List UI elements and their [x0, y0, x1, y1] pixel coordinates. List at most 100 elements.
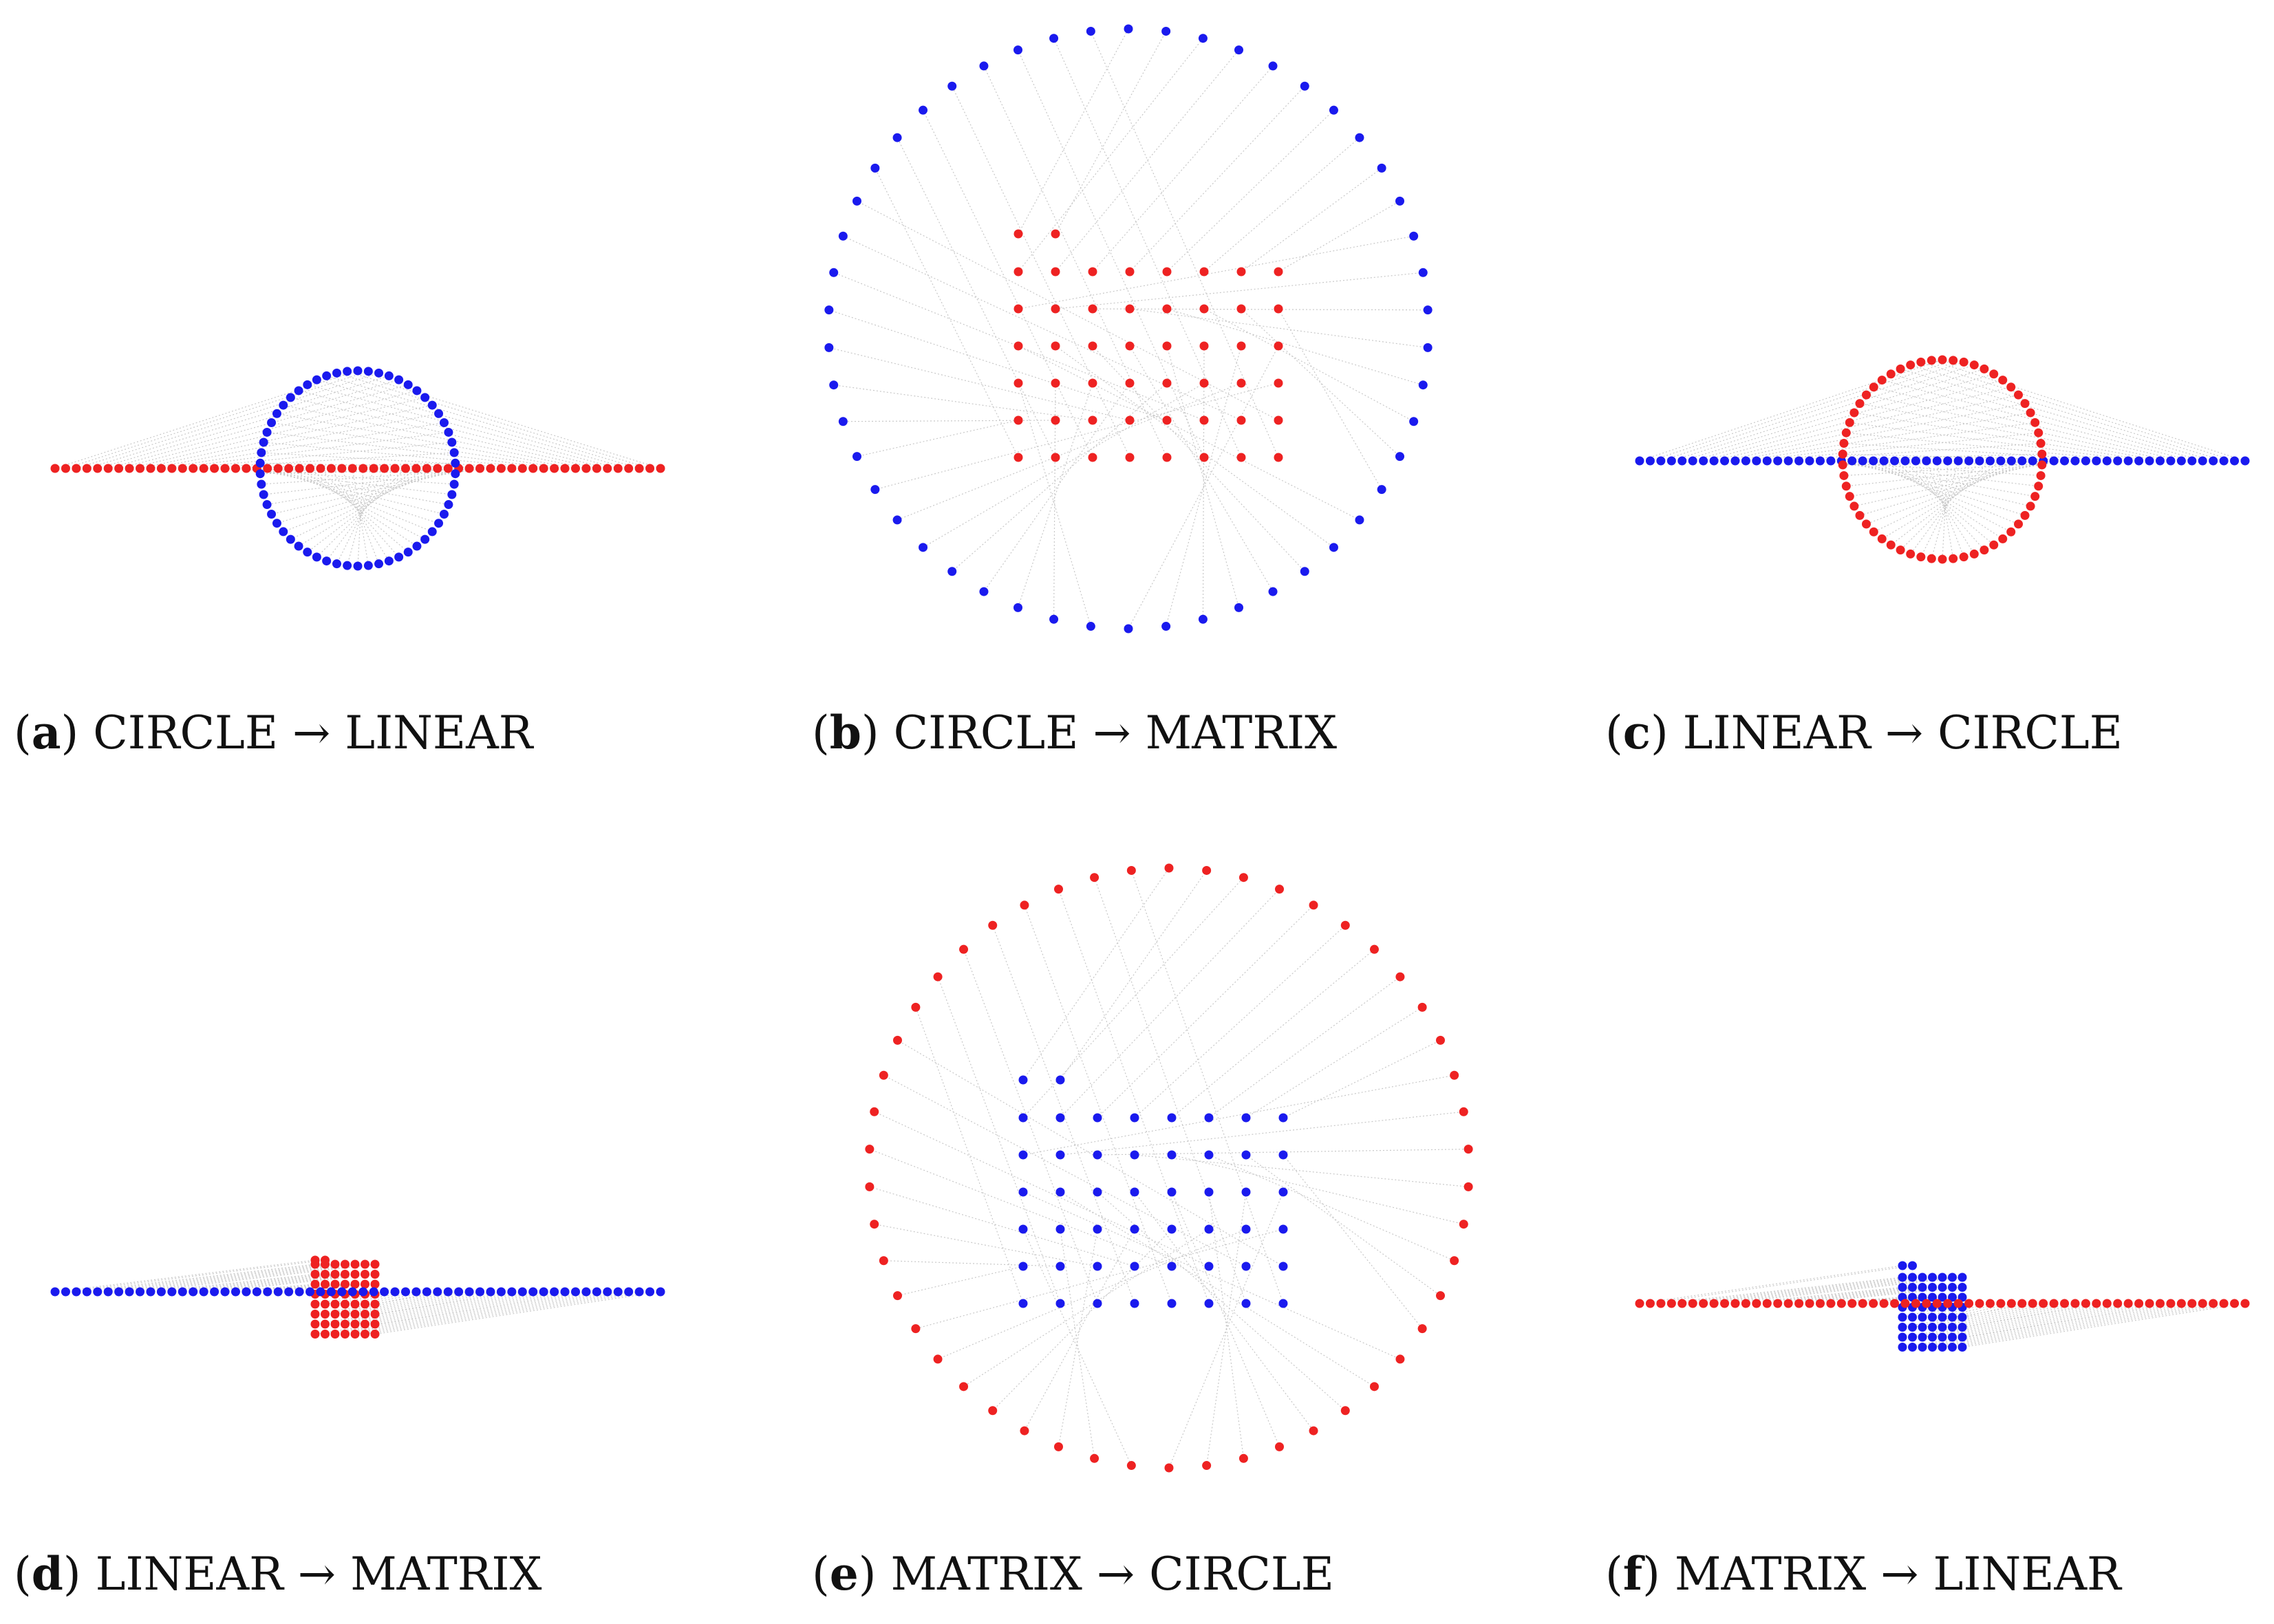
linear-node [2039, 1299, 2048, 1308]
mapping-edge [150, 1273, 316, 1292]
mapping-edge [65, 371, 369, 469]
linear-node [2028, 1299, 2037, 1308]
matrix-node [370, 1310, 380, 1319]
linear-node [634, 1287, 644, 1297]
linear-node [464, 1287, 474, 1297]
circle-node [1377, 163, 1386, 173]
linear-node [1879, 456, 1889, 466]
matrix-node [370, 1299, 380, 1309]
circle-node [911, 1324, 921, 1334]
circle-node [1020, 900, 1029, 910]
circle-node [1238, 873, 1248, 883]
linear-node [1847, 456, 1857, 466]
circle-node [1423, 305, 1433, 315]
matrix-node [1957, 1273, 1967, 1282]
linear-node [475, 1287, 485, 1297]
matrix-node [1938, 1292, 1947, 1302]
mapping-edge [299, 468, 418, 547]
linear-node [1826, 456, 1836, 466]
mapping-edge [336, 468, 385, 564]
matrix-node [1199, 415, 1209, 425]
caption-a-text: CIRCLE → LINEAR [93, 706, 533, 759]
linear-node [1964, 1299, 1974, 1308]
mapping-edge [1841, 460, 2031, 507]
matrix-node [361, 1279, 369, 1289]
circle-node [1234, 45, 1244, 55]
mapping-edge [354, 1291, 491, 1315]
mapping-edge [1166, 109, 1334, 272]
mapping-edge [334, 1291, 544, 1325]
circle-node [439, 510, 449, 519]
linear-node [592, 1287, 601, 1297]
circle-node [1417, 1002, 1427, 1012]
mapping-edge [983, 382, 1130, 592]
linear-node [347, 464, 357, 473]
linear-node [645, 1287, 655, 1297]
circle-node [439, 418, 449, 427]
mapping-edge [1018, 382, 1091, 627]
linear-node [2123, 1299, 2133, 1308]
circle-node [449, 448, 459, 457]
linear-node [2102, 1299, 2112, 1308]
linear-node [369, 464, 378, 473]
matrix-node [330, 1310, 340, 1319]
matrix-node [1093, 1187, 1102, 1197]
mapping-edge [1018, 28, 1129, 235]
linear-node [2113, 456, 2123, 466]
linear-node [2240, 1299, 2250, 1308]
matrix-node [1125, 267, 1135, 277]
linear-node [1762, 456, 1772, 466]
mapping-edge [833, 272, 1205, 421]
linear-node [1741, 456, 1750, 466]
circle-node [1849, 501, 1859, 511]
matrix-node [1908, 1323, 1917, 1332]
matrix-node [1167, 1299, 1177, 1308]
circle-node [1463, 1145, 1473, 1154]
matrix-node [361, 1299, 369, 1309]
circle-node [1417, 1324, 1427, 1334]
matrix-node [1274, 267, 1283, 277]
circle-node [272, 409, 281, 418]
circle-node [1238, 1453, 1248, 1463]
mapping-edge [271, 422, 566, 469]
mapping-edge [1756, 1286, 1923, 1304]
linear-node [2230, 456, 2240, 466]
circle-node [262, 427, 272, 437]
mapping-edge [1830, 460, 2035, 497]
mapping-edge [897, 382, 1242, 521]
mapping-edge [883, 1074, 1247, 1267]
circle-node [1450, 1256, 1459, 1266]
matrix-node [1167, 1113, 1177, 1123]
circle-node [1013, 603, 1022, 612]
matrix-node [310, 1279, 320, 1289]
mapping-edge [317, 379, 629, 469]
caption-f-text: MATRIX → LINEAR [1674, 1548, 2121, 1601]
circle-node [412, 541, 422, 551]
linear-node [316, 1287, 325, 1297]
matrix-node [321, 1270, 330, 1279]
circle-node [394, 552, 404, 562]
linear-node [2219, 456, 2229, 466]
circle-node [838, 231, 848, 241]
circle-nodes [824, 24, 1433, 634]
matrix-node [1051, 415, 1060, 425]
circle-node [933, 1354, 943, 1364]
linear-node [411, 464, 421, 473]
circle-node [1886, 369, 1896, 379]
mapping-edge [1820, 460, 2039, 487]
linear-node [1635, 1299, 1644, 1308]
circle-node [1849, 408, 1859, 418]
mapping-edge [182, 442, 452, 469]
linear-node [1932, 456, 1942, 466]
mapping-edge [1910, 365, 2224, 462]
circle-node [343, 561, 352, 570]
matrix-node [321, 1330, 330, 1339]
matrix-node [1938, 1312, 1947, 1322]
circle-node [2034, 481, 2044, 491]
circle-node [1377, 485, 1386, 495]
linear-node [284, 464, 294, 473]
circle-node [1998, 376, 2008, 385]
circle-node [255, 458, 265, 468]
matrix-node [361, 1310, 369, 1319]
mapping-edge [267, 431, 555, 469]
